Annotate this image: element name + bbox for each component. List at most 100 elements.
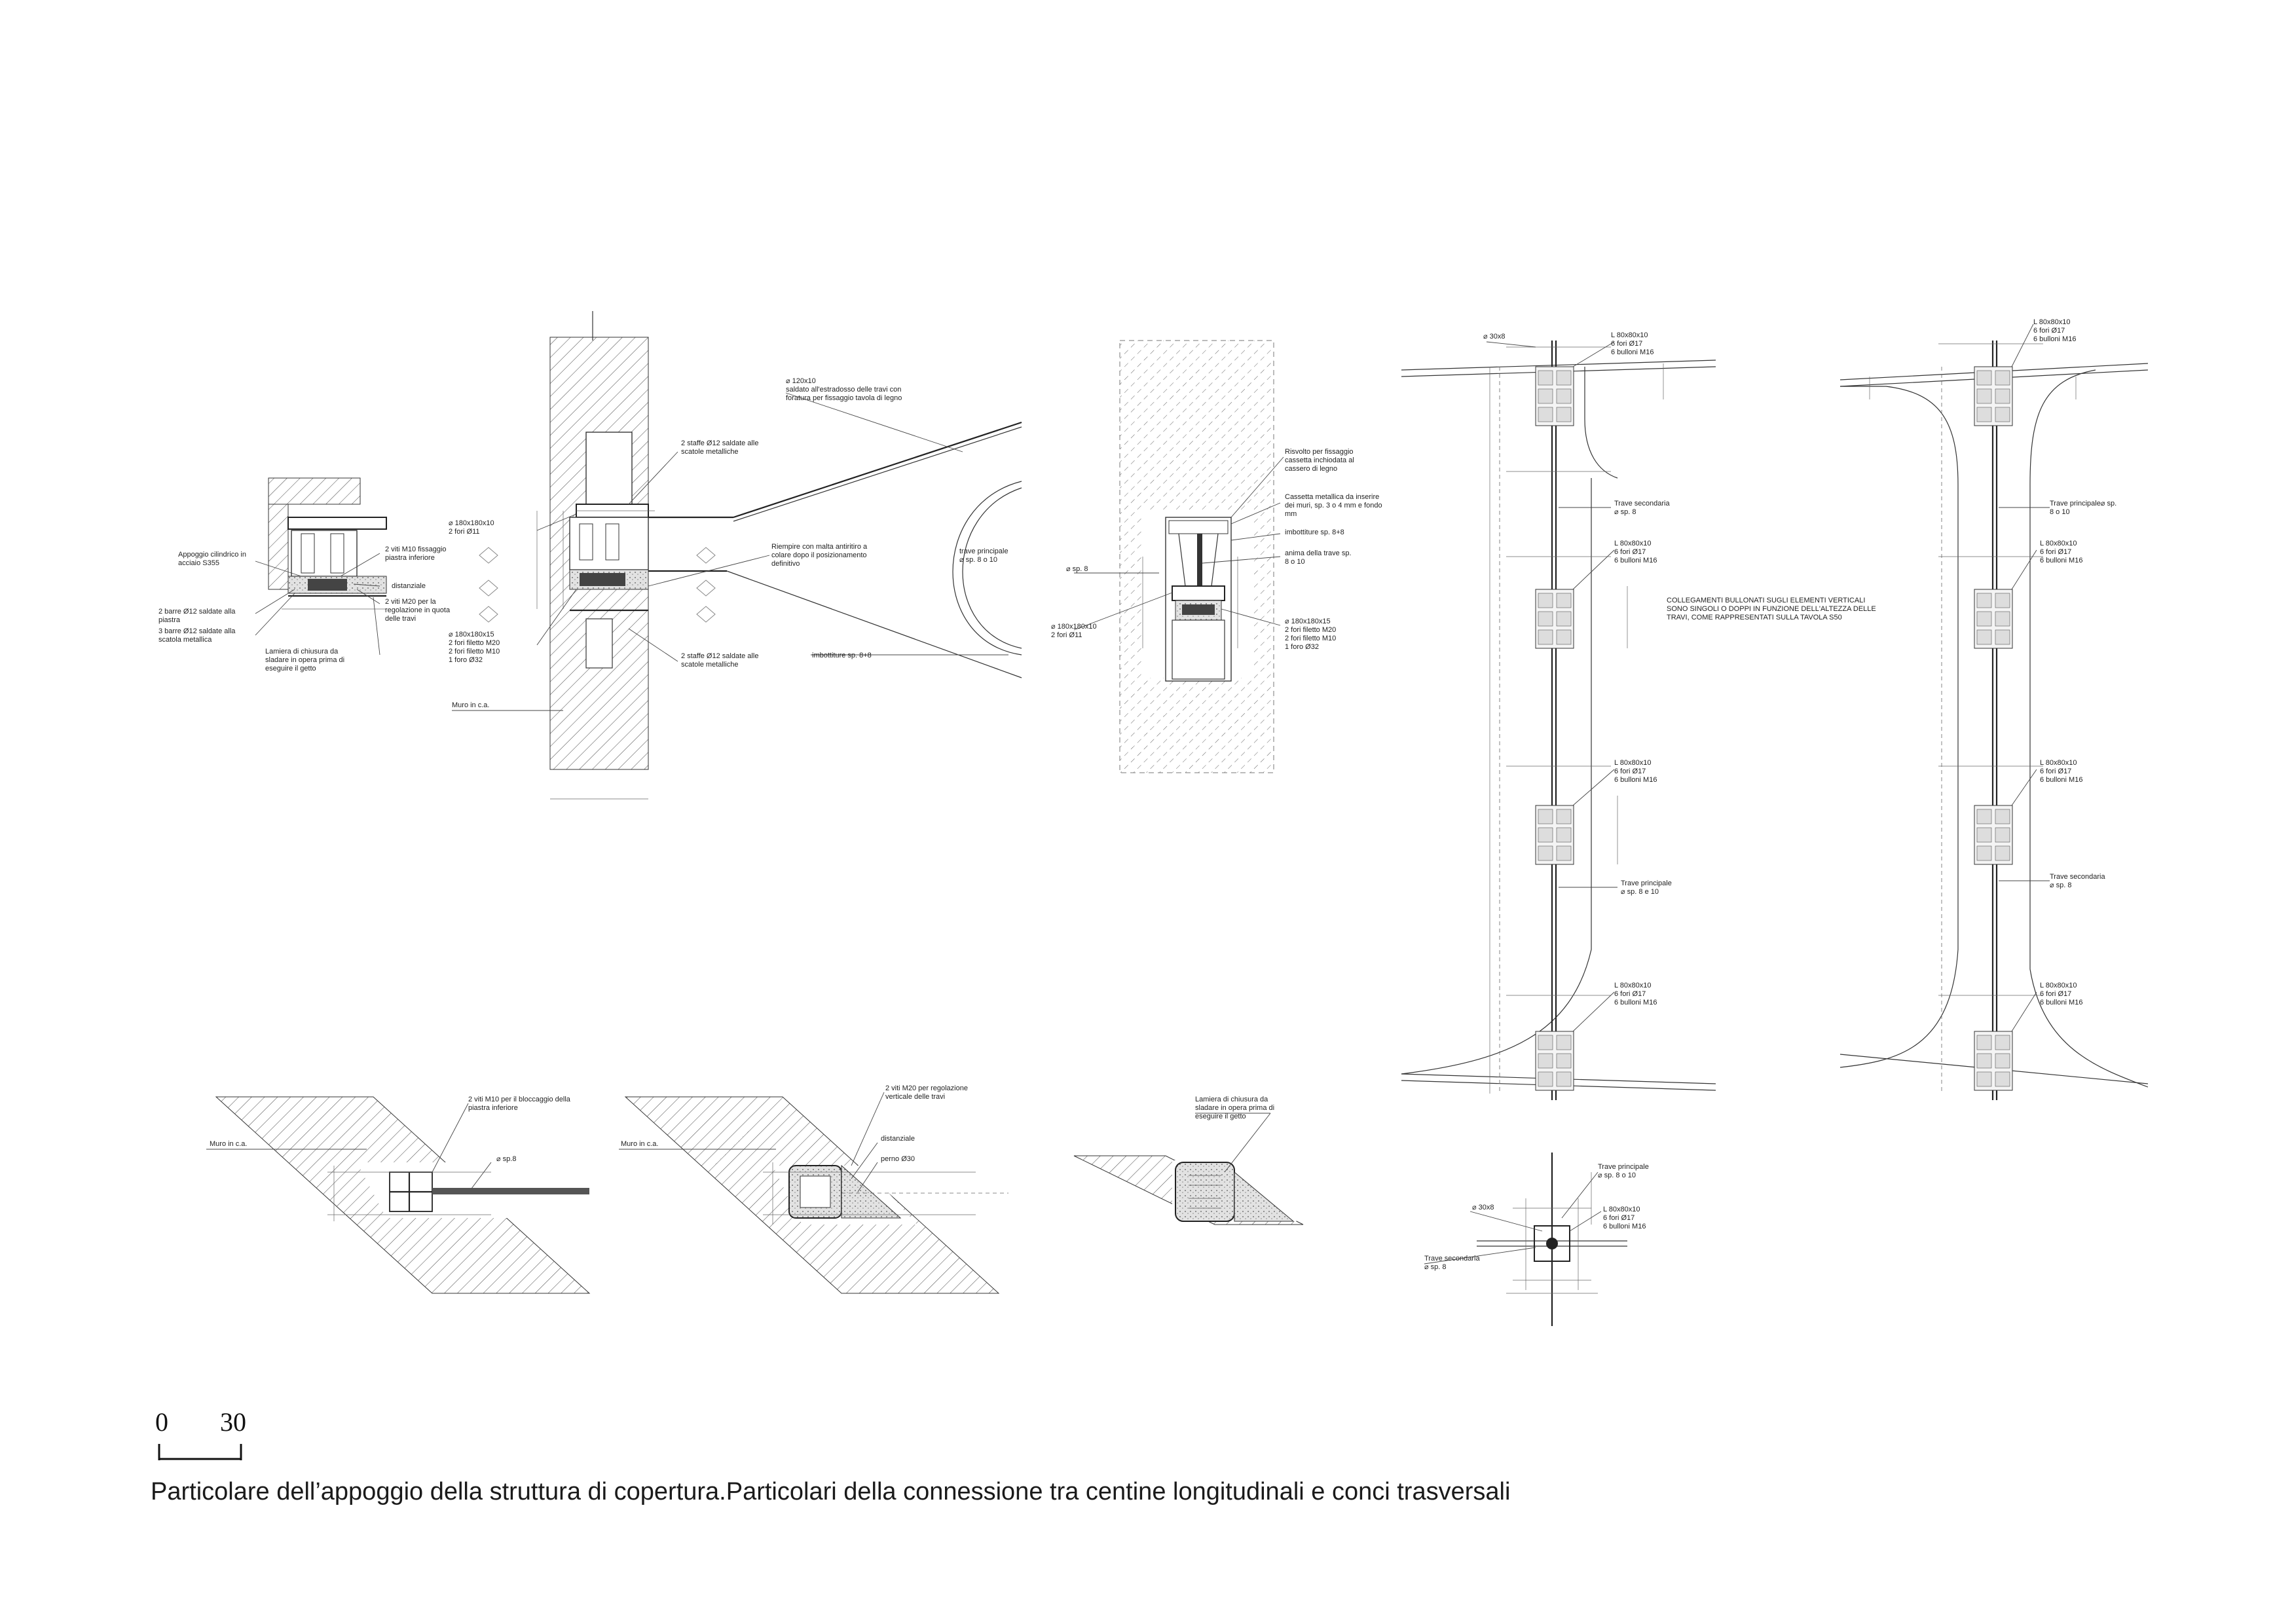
bottom-detail-3-plan (1073, 1113, 1304, 1225)
plate-2 (1535, 589, 1574, 649)
label-cross-piatto: ⌀ 30x8 (1472, 1204, 1494, 1211)
label-staffe-top-2: scatole metalliche (681, 448, 738, 456)
label-imbottiture-b: imbottiture sp. 8+8 (812, 652, 872, 659)
label-piatto-120-3: foratura per fissaggio tavola di legno (786, 394, 902, 402)
label-e1-l3-2: 6 fori Ø17 (1614, 767, 1646, 775)
label-viti-m20-1: 2 viti M20 per la (385, 598, 437, 606)
label-e2-l4-3: 6 bulloni M16 (2040, 999, 2082, 1006)
plate-1 (1535, 366, 1574, 426)
label-piatto-30x8-e1: ⌀ 30x8 (1483, 333, 1506, 341)
label-e2-trave-sec-1: Trave secondaria (2050, 873, 2105, 881)
label-e2-l3-1: L 80x80x10 (2040, 759, 2077, 767)
label-e1-l1-2: 6 fori Ø17 (1611, 340, 1642, 348)
label-b1-muro: Muro in c.a. (210, 1140, 247, 1148)
label-e2-l1-3: 6 bulloni M16 (2033, 335, 2076, 343)
label-piastra-180x15-c-2: 2 fori filetto M20 (1285, 626, 1336, 634)
label-e1-l4-3: 6 bulloni M16 (1614, 999, 1657, 1006)
label-appoggio-1: Appoggio cilindrico in (178, 551, 246, 559)
label-cross-trave-princ-2: ⌀ sp. 8 o 10 (1598, 1172, 1636, 1179)
label-e1-trave-sec-1: Trave secondaria (1614, 500, 1670, 507)
drawing-caption: Particolare dell’appoggio della struttur… (151, 1478, 1510, 1505)
label-cross-l-2: 6 fori Ø17 (1603, 1214, 1635, 1222)
label-b3-lamiera-3: eseguire il getto (1195, 1113, 1246, 1120)
label-e1-l2-1: L 80x80x10 (1614, 540, 1651, 547)
note-line-3: TRAVI, COME RAPPRESENTATI SULLA TAVOLA S… (1667, 614, 1842, 621)
label-e2-l4-2: 6 fori Ø17 (2040, 990, 2071, 998)
label-b3-lamiera-1: Lamiera di chiusura da (1195, 1096, 1268, 1103)
label-e1-trave-sec-2: ⌀ sp. 8 (1614, 508, 1636, 516)
label-b3-lamiera-2: sladare in opera prima di (1195, 1104, 1274, 1112)
label-piastra-180x15-c-3: 2 fori filetto M10 (1285, 635, 1336, 642)
label-piatto-120-1: ⌀ 120x10 (786, 377, 816, 385)
label-e1-l3-1: L 80x80x10 (1614, 759, 1651, 767)
cross-section-plan (1424, 1153, 1627, 1326)
label-b2-viti-2: verticale delle travi (885, 1093, 945, 1101)
label-b1-viti-2: piastra inferiore (468, 1104, 518, 1112)
label-lamiera-1: Lamiera di chiusura da (265, 648, 339, 655)
label-muro-b: Muro in c.a. (452, 701, 489, 709)
elevation-2-connection (1839, 341, 2149, 1100)
plate-4 (1535, 1031, 1574, 1091)
label-e1-l4-2: 6 fori Ø17 (1614, 990, 1646, 998)
plate-8 (1974, 1031, 2013, 1091)
label-barre3-1: 3 barre Ø12 saldate alla (158, 627, 236, 635)
label-cross-l-3: 6 bulloni M16 (1603, 1223, 1646, 1230)
label-appoggio-2: acciaio S355 (178, 559, 219, 567)
label-cross-trave-sec-1: Trave secondaria (1424, 1255, 1480, 1263)
label-e1-trave-princ-1: Trave principale (1621, 879, 1672, 887)
label-piastra-180x10-c-2: 2 fori Ø11 (1051, 631, 1082, 639)
label-staffe-bot-2: scatole metalliche (681, 661, 738, 669)
label-distanziale: distanziale (392, 582, 426, 590)
label-b2-muro: Muro in c.a. (621, 1140, 658, 1148)
label-cross-trave-princ-1: Trave principale (1598, 1163, 1649, 1171)
label-e2-l1-2: 6 fori Ø17 (2033, 327, 2065, 335)
label-b2-distanziale: distanziale (881, 1135, 915, 1143)
elevation-1-leaders (1486, 341, 1617, 1032)
label-cassetta-1: Cassetta metallica da inserire (1285, 493, 1379, 501)
label-viti-m20-2: regolazione in quota (385, 606, 451, 614)
label-staffe-bot-1: 2 staffe Ø12 saldate alle (681, 652, 758, 660)
label-piastra-180x10-1: ⌀ 180x180x10 (449, 519, 494, 527)
label-imbottiture-c: imbottiture sp. 8+8 (1285, 528, 1344, 536)
label-e1-l4-1: L 80x80x10 (1614, 982, 1651, 989)
label-riempire-2: colare dopo il posizionamento (771, 551, 867, 559)
scale-bar-end: 30 (220, 1407, 246, 1437)
label-piatto-120-2: saldato all'estradosso delle travi con (786, 386, 901, 394)
scale-bar (158, 1444, 242, 1460)
label-viti-m10-2: piastra inferiore (385, 554, 435, 562)
label-barre2-1: 2 barre Ø12 saldate alla (158, 608, 236, 616)
label-riempire-3: definitivo (771, 560, 800, 568)
label-e1-l2-2: 6 fori Ø17 (1614, 548, 1646, 556)
label-e2-trave-princ-2: 8 o 10 (2050, 508, 2070, 516)
label-risvolto-2: cassetta inchiodata al (1285, 456, 1354, 464)
label-lamiera-3: eseguire il getto (265, 665, 316, 673)
label-anima-1: anima della trave sp. (1285, 549, 1352, 557)
label-trave-principale-1: trave principale (959, 547, 1008, 555)
label-b1-sp8: ⌀ sp.8 (496, 1155, 516, 1163)
label-e2-trave-princ-1: Trave principale⌀ sp. (2050, 500, 2116, 507)
label-barre2-2: piastra (158, 616, 181, 624)
label-b2-viti-1: 2 viti M20 per regolazione (885, 1084, 968, 1092)
label-e1-l1-3: 6 bulloni M16 (1611, 348, 1654, 356)
label-e2-l4-1: L 80x80x10 (2040, 982, 2077, 989)
label-e2-l2-1: L 80x80x10 (2040, 540, 2077, 547)
label-cross-trave-sec-2: ⌀ sp. 8 (1424, 1263, 1447, 1271)
elevation-1-connection (1401, 341, 1716, 1100)
label-piastra-180x15-2: 2 fori filetto M20 (449, 639, 500, 647)
detail-c-metal-box-section (1073, 340, 1284, 773)
plate-3 (1535, 805, 1574, 865)
label-e2-l3-3: 6 bulloni M16 (2040, 776, 2082, 784)
label-piastra-180x15-1: ⌀ 180x180x15 (449, 631, 494, 638)
label-viti-m20-3: delle travi (385, 615, 416, 623)
label-b2-perno: perno Ø30 (881, 1155, 915, 1163)
bottom-detail-1-plan (206, 1096, 591, 1294)
label-risvolto-1: Risvolto per fissaggio (1285, 448, 1354, 456)
label-anima-2: 8 o 10 (1285, 558, 1305, 566)
label-e2-l3-2: 6 fori Ø17 (2040, 767, 2071, 775)
label-e2-l2-3: 6 bulloni M16 (2040, 557, 2082, 564)
label-e1-trave-princ-2: ⌀ sp. 8 e 10 (1621, 888, 1659, 896)
detail-b-wall-beam-support (452, 311, 1022, 800)
scale-bar-start: 0 (155, 1407, 168, 1437)
note-line-1: COLLEGAMENTI BULLONATI SUGLI ELEMENTI VE… (1667, 597, 1865, 604)
label-piastra-180x15-4: 1 foro Ø32 (449, 656, 483, 664)
